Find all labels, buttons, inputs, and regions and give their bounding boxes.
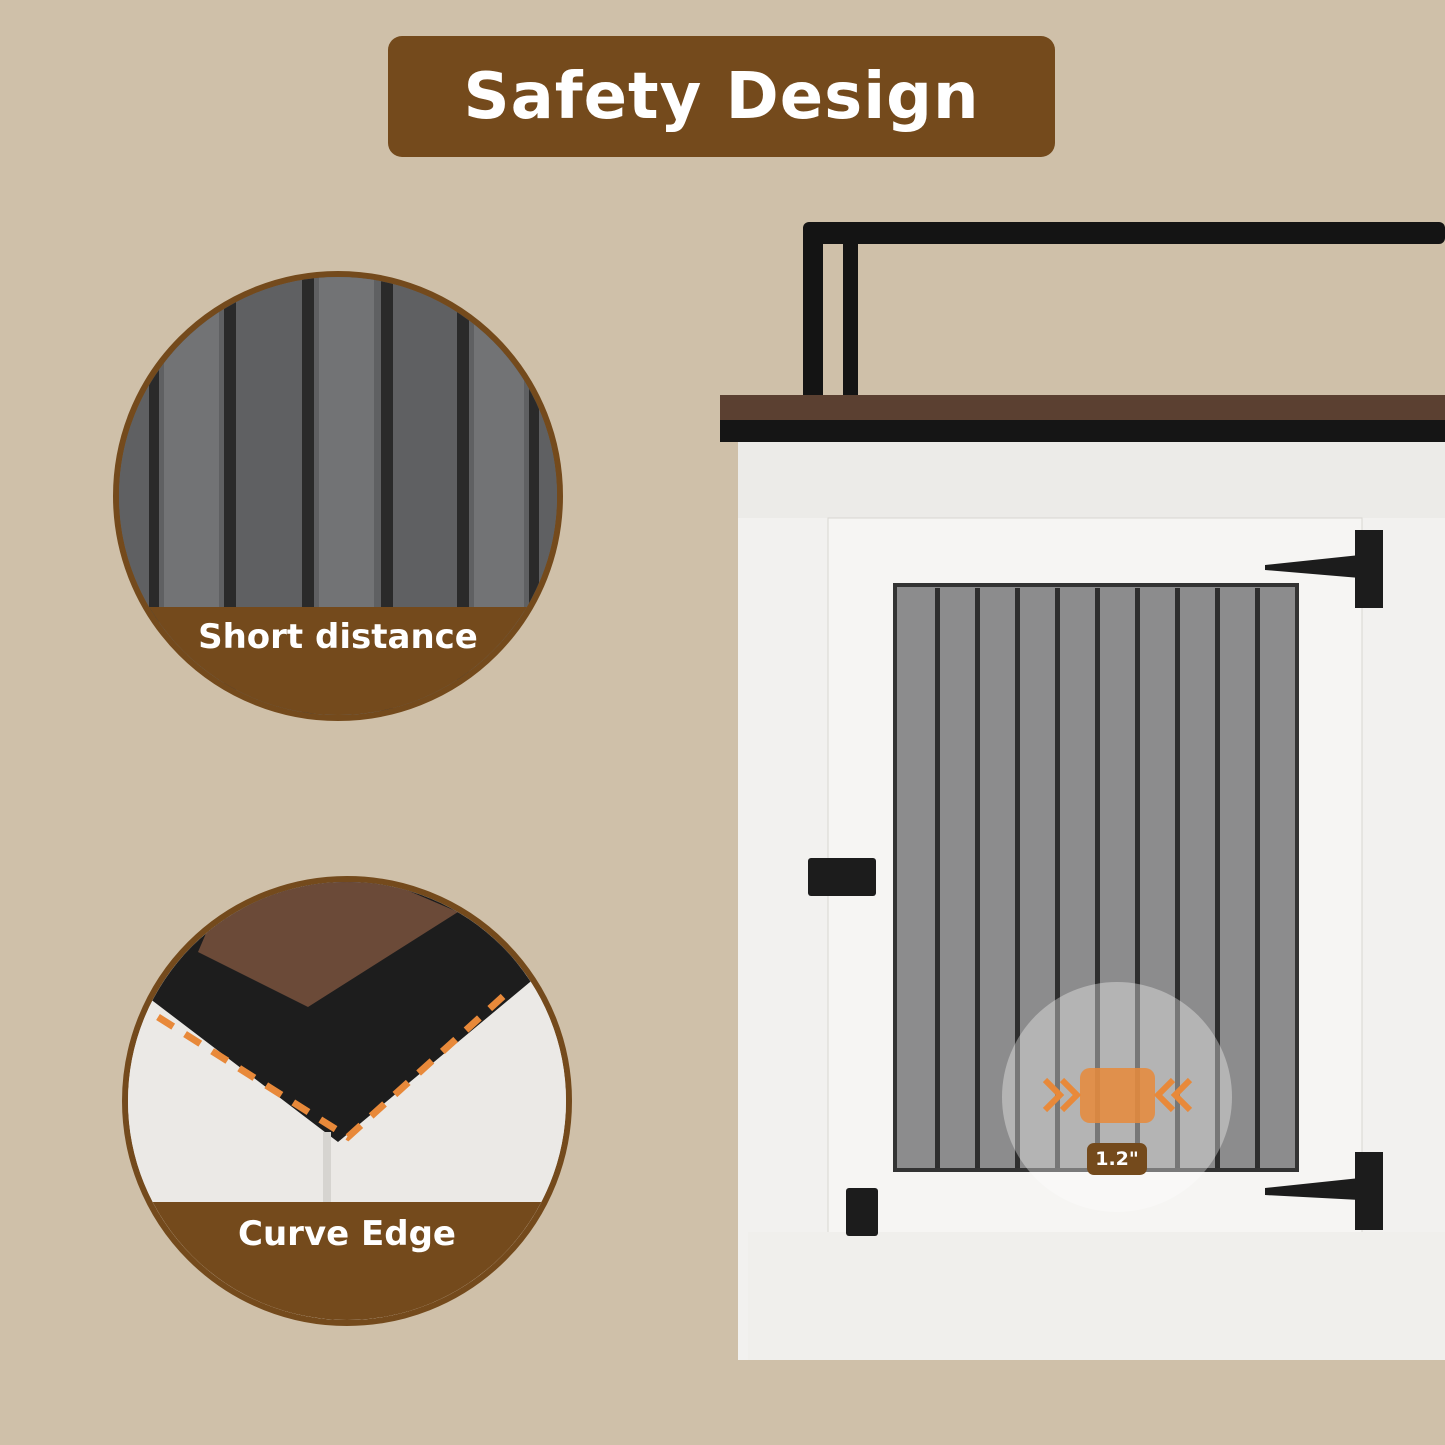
- arrow-icons: [1042, 1077, 1193, 1113]
- feature-label-band: Curve Edge: [128, 1202, 566, 1320]
- feature-label-band: Short distance: [119, 607, 557, 715]
- measurement-badge: 1.2": [1087, 1143, 1147, 1175]
- door-bars: [935, 588, 1260, 1168]
- hinge-icon: [1265, 530, 1383, 608]
- feature-circle-short-distance: Short distance: [113, 271, 563, 721]
- hinge-icon: [1265, 1152, 1383, 1230]
- cabinet-base: [748, 1232, 1445, 1360]
- latch-icon[interactable]: [808, 858, 876, 896]
- title-banner: Safety Design: [388, 36, 1055, 157]
- tabletop-edge: [720, 420, 1445, 442]
- top-rail: [803, 222, 1445, 398]
- feature-label: Curve Edge: [238, 1214, 456, 1254]
- lock-icon[interactable]: [846, 1188, 878, 1236]
- page-title: Safety Design: [463, 59, 980, 134]
- feature-label: Short distance: [198, 617, 478, 657]
- feature-circle-curve-edge: Curve Edge: [122, 876, 572, 1326]
- gap-indicator: [1080, 1068, 1155, 1123]
